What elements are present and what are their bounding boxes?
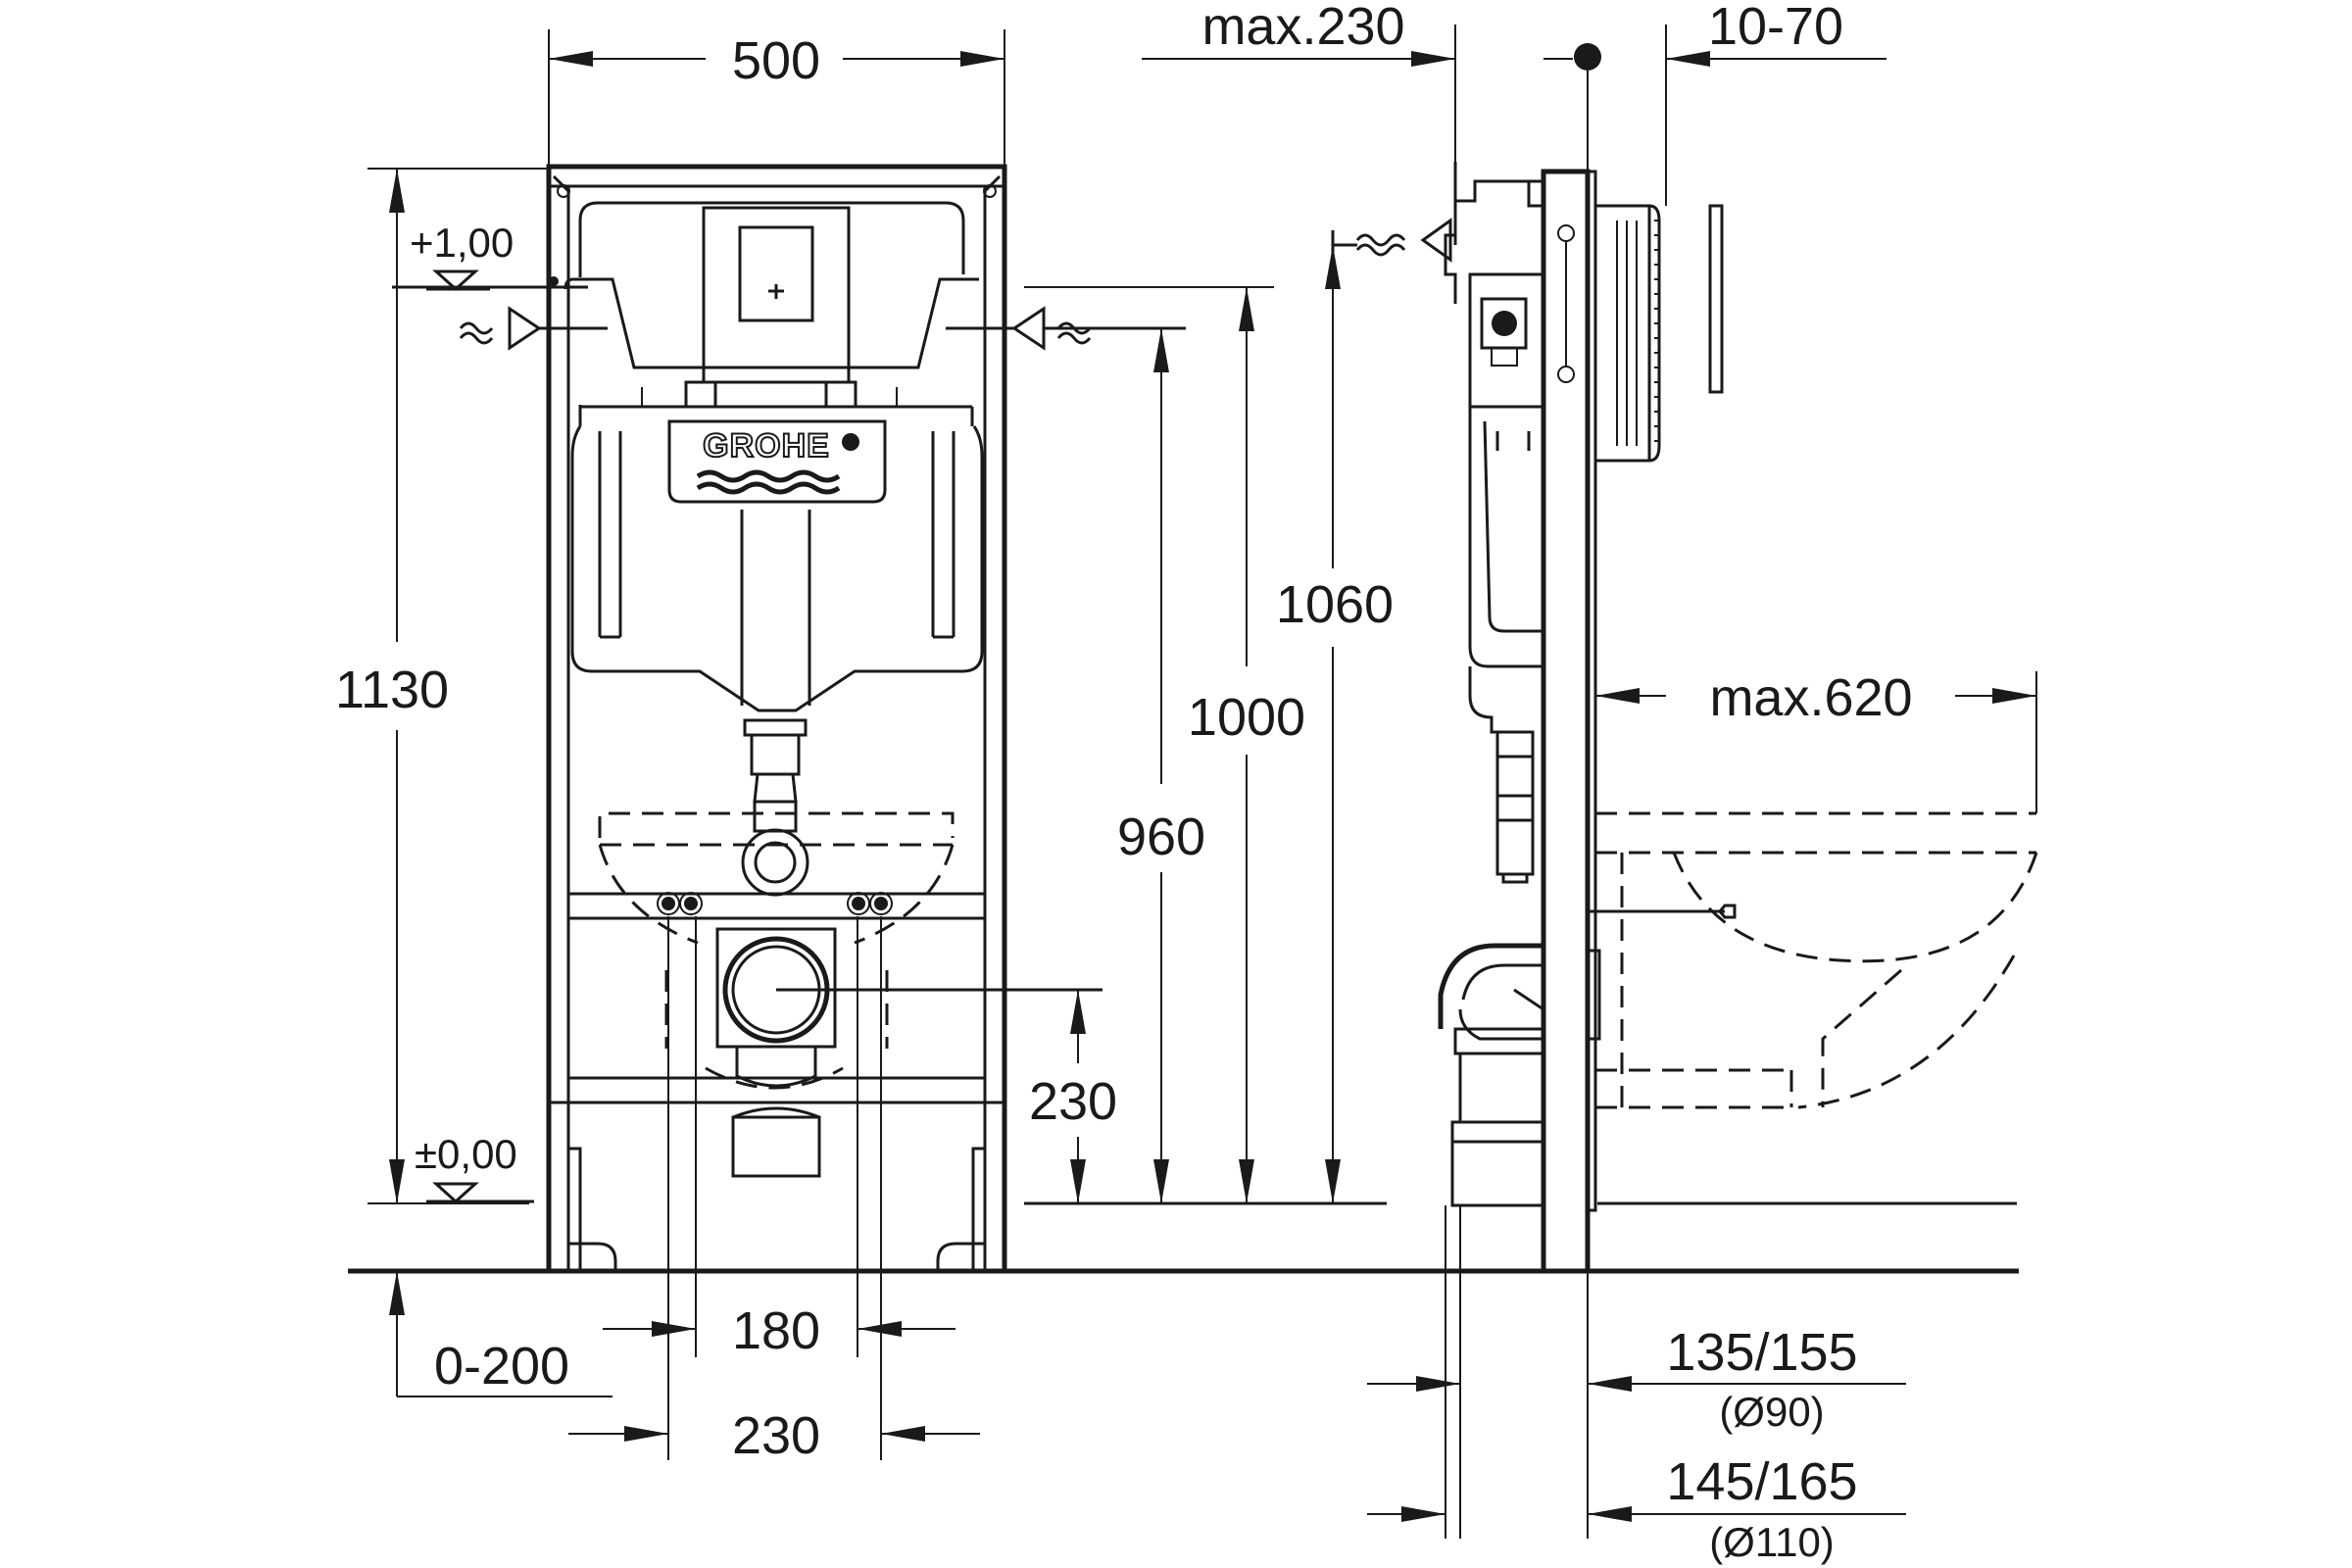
dim-drain-110-label: 145/165	[1666, 1452, 1857, 1511]
dim-foot-spacing	[568, 916, 980, 1460]
dim-max-projection-label: max.620	[1709, 668, 1912, 727]
dim-bolt-spacing-label: 180	[732, 1301, 820, 1360]
dim-wall-thickness	[1544, 24, 1886, 206]
cistern	[564, 201, 984, 897]
side-wall	[1586, 170, 1737, 1212]
dim-foot-adjust-label: 0-200	[434, 1337, 569, 1396]
dim-inlet-1000	[1024, 286, 1274, 1203]
dim-foot-spacing-label: 230	[732, 1406, 820, 1465]
dim-outlet-height-label: 230	[1029, 1072, 1117, 1131]
dim-drain-110-diameter: (Ø110)	[1709, 1519, 1835, 1565]
dim-width-label: 500	[732, 31, 820, 90]
dim-inlet-960-label: 960	[1117, 808, 1205, 866]
dim-inlet-960	[1153, 328, 1169, 1203]
dim-drain-110	[1367, 1205, 1906, 1539]
dim-drain-90-diameter: (Ø90)	[1719, 1389, 1824, 1435]
dim-width	[548, 29, 1005, 167]
dim-total-height-label: 1130	[335, 661, 449, 719]
dim-inlet-offset	[1142, 24, 1456, 162]
dim-frame-height-label: 1060	[1276, 575, 1394, 634]
dim-drain-90	[1367, 1205, 1906, 1539]
dim-bolt-spacing	[603, 916, 956, 1357]
level-top-label: +1,00	[410, 220, 514, 266]
front-toilet-outline	[598, 811, 955, 1090]
dim-foot-adjust	[389, 1271, 612, 1397]
front-drain	[657, 892, 1102, 1178]
grohe-logo: GROHE	[703, 427, 830, 465]
dim-outlet-height	[1070, 990, 1086, 1203]
dim-inlet-offset-label: max.230	[1201, 0, 1404, 56]
dim-frame-height	[1325, 245, 1341, 1203]
dim-total-height	[368, 168, 549, 1204]
floor-lines	[348, 1201, 2019, 1274]
level-marks	[392, 270, 588, 1204]
inlet-right	[946, 306, 1186, 351]
dim-drain-90-label: 135/155	[1666, 1323, 1857, 1382]
inlet-left	[459, 306, 608, 351]
dim-wall-thickness-label: 10-70	[1708, 0, 1843, 56]
dim-inlet-1000-label: 1000	[1188, 688, 1305, 747]
dim-max-projection	[1595, 671, 2037, 813]
side-frame	[1438, 169, 1591, 1274]
level-zero-label: ±0,00	[415, 1131, 517, 1177]
side-toilet-outline	[1595, 811, 2038, 1109]
